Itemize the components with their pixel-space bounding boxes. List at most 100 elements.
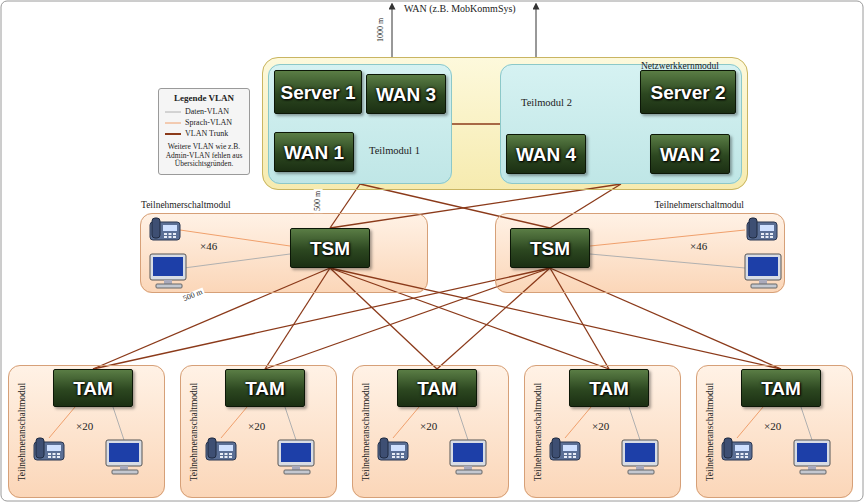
legend-line-sample xyxy=(165,131,181,137)
ip-phone-icon xyxy=(550,438,580,460)
trunk-link xyxy=(330,268,437,369)
access-wire xyxy=(285,407,296,440)
phone-key xyxy=(770,233,773,235)
trunk-link xyxy=(360,184,550,228)
device-label: WAN 2 xyxy=(660,145,720,164)
monitor-stand xyxy=(292,466,300,470)
monitor-case xyxy=(622,440,658,466)
monitor-stand xyxy=(808,466,816,470)
access-wire xyxy=(457,407,468,440)
network-device: TAM xyxy=(397,369,477,407)
network-device: TAM xyxy=(225,369,305,407)
pc-icon xyxy=(278,440,314,474)
monitor-case xyxy=(745,254,781,280)
multiplier-label: ×20 xyxy=(248,420,265,432)
phone-key xyxy=(220,453,223,455)
phone-key xyxy=(770,236,773,238)
pc-icon xyxy=(794,440,830,474)
keyboard xyxy=(284,470,310,474)
device-label: Server 1 xyxy=(280,83,355,102)
multiplier-label: ×46 xyxy=(690,240,707,252)
multiplier-label: ×46 xyxy=(200,240,217,252)
legend-text: Daten-VLAN xyxy=(185,107,229,116)
phone-key xyxy=(164,233,167,235)
phone-key xyxy=(766,233,769,235)
legend-row: Daten-VLAN xyxy=(165,107,245,116)
module-label: Teilnehmeranschaltmodul xyxy=(533,382,543,481)
device-label: TSM xyxy=(530,239,570,258)
monitor-stand xyxy=(164,280,172,284)
wan-uplink xyxy=(536,6,537,57)
module-label: Teilnehmerschaltmodul xyxy=(141,200,231,210)
legend-line xyxy=(165,122,181,123)
device-label: TAM xyxy=(417,379,457,398)
monitor-case xyxy=(106,440,142,466)
phone-key xyxy=(48,456,51,458)
device-label: TAM xyxy=(73,379,113,398)
phone-key xyxy=(229,453,232,455)
legend-box: Legende VLANDaten-VLANSprach-VLANVLAN Tr… xyxy=(158,88,250,175)
module-label: Teilnehmerschaltmodul xyxy=(654,200,744,210)
phone-key xyxy=(164,236,167,238)
phone-key xyxy=(761,233,764,235)
access-wire xyxy=(49,407,75,438)
trunk-link xyxy=(437,268,550,369)
phone-key xyxy=(57,453,60,455)
monitor-case xyxy=(794,440,830,466)
legend-text: VLAN Trunk xyxy=(185,129,228,138)
access-wire xyxy=(629,407,640,440)
access-wire xyxy=(221,407,247,438)
phone-display xyxy=(735,445,749,451)
phone-key xyxy=(169,233,172,235)
phone-handset xyxy=(552,438,560,458)
network-device: TAM xyxy=(741,369,821,407)
access-wire xyxy=(113,407,124,440)
phone-key xyxy=(397,456,400,458)
access-wire xyxy=(565,407,591,438)
phone-key xyxy=(57,456,60,458)
phone-key xyxy=(761,236,764,238)
phone-key xyxy=(392,453,395,455)
monitor-case xyxy=(278,440,314,466)
phone-handset xyxy=(152,218,160,238)
monitor-screen xyxy=(109,443,139,462)
access-wire xyxy=(801,407,812,440)
pc-icon xyxy=(106,440,142,474)
module-box: NetzwerkkernmodulTeilmodul 1Server 1WAN … xyxy=(262,57,748,190)
device-label: TAM xyxy=(761,379,801,398)
network-device: WAN 1 xyxy=(274,132,354,172)
phone-handset xyxy=(36,438,44,458)
module-label: Teilnehmeranschaltmodul xyxy=(189,382,199,481)
monitor-stand xyxy=(120,466,128,470)
multiplier-label: ×20 xyxy=(592,420,609,432)
trunk-link xyxy=(452,123,500,124)
phone-handset xyxy=(208,438,216,458)
legend-row: Sprach-VLAN xyxy=(165,118,245,127)
legend-row: VLAN Trunk xyxy=(165,129,245,138)
ip-phone-icon xyxy=(150,218,180,240)
monitor-screen xyxy=(748,257,778,276)
network-device: WAN 3 xyxy=(366,74,446,114)
keyboard xyxy=(156,284,182,288)
phone-key xyxy=(48,453,51,455)
phone-key xyxy=(736,456,739,458)
monitor-screen xyxy=(281,443,311,462)
monitor-case xyxy=(450,440,486,466)
multiplier-label: ×20 xyxy=(764,420,781,432)
network-device: WAN 2 xyxy=(650,134,730,174)
ip-phone-icon xyxy=(722,438,752,460)
ip-phone-icon xyxy=(206,438,236,460)
phone-key xyxy=(745,453,748,455)
phone-display xyxy=(391,445,405,451)
phone-key xyxy=(401,456,404,458)
phone-display xyxy=(163,225,177,231)
pc-icon xyxy=(622,440,658,474)
keyboard xyxy=(800,470,826,474)
module-label: Teilmodul 1 xyxy=(369,145,420,157)
phone-key xyxy=(569,453,572,455)
access-wire xyxy=(393,407,419,438)
ip-phone-icon xyxy=(34,438,64,460)
phone-key xyxy=(745,456,748,458)
